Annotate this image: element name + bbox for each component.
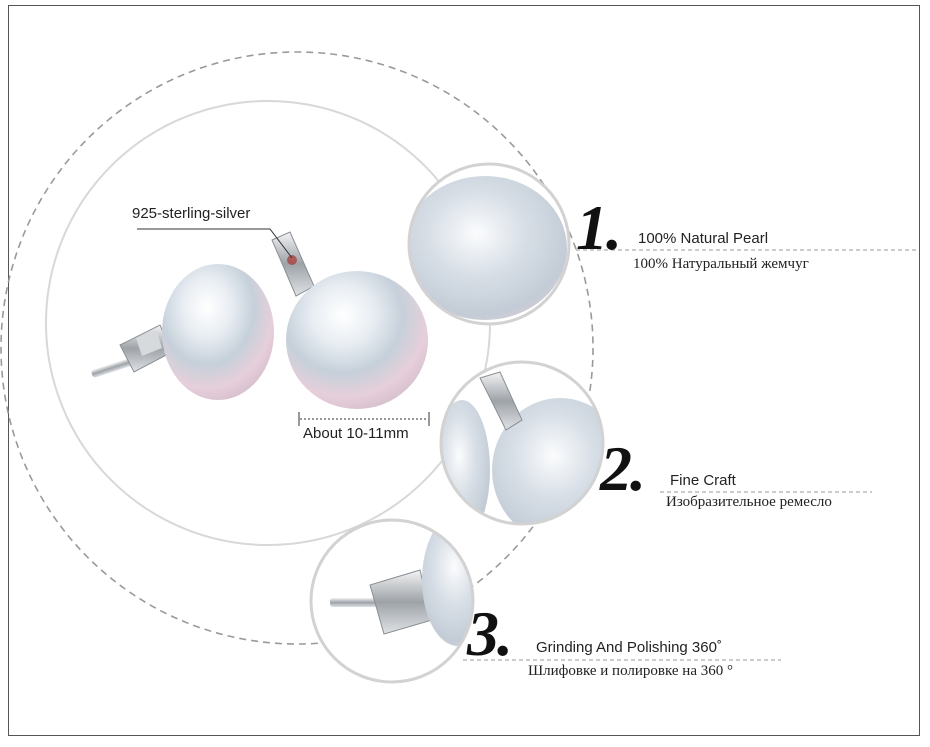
left-earring-post [91, 324, 173, 378]
sterling-leader-line [137, 228, 293, 259]
feature-2-ru: Изобразительное ремесло [666, 494, 832, 510]
dashed-ring [0, 51, 594, 645]
sterling-silver-label: 925-sterling-silver [132, 205, 251, 222]
feature-2-number: 2. [600, 433, 646, 504]
size-marker [298, 412, 430, 426]
feature-1-number: 1. [576, 192, 622, 263]
size-label: About 10-11mm [303, 425, 409, 442]
feature-1-en: 100% Natural Pearl [638, 230, 769, 247]
detail-circle-1 [407, 162, 571, 326]
left-pearl [162, 264, 274, 400]
right-pearl [286, 271, 428, 409]
feature-3-number: 3. [467, 598, 513, 669]
right-earring-post [271, 231, 315, 297]
feature-2-en: Fine Craft [670, 472, 736, 489]
detail-circle-2 [439, 360, 605, 526]
image-frame [8, 5, 920, 736]
feature-3-ru: Шлифовке и полировке на 360 ° [528, 663, 733, 679]
feature-1-ru: 100% Натуральный жемчуг [633, 256, 809, 272]
feature-3-en: Grinding And Polishing 360˚ [536, 639, 722, 656]
detail-circle-3 [309, 518, 475, 684]
